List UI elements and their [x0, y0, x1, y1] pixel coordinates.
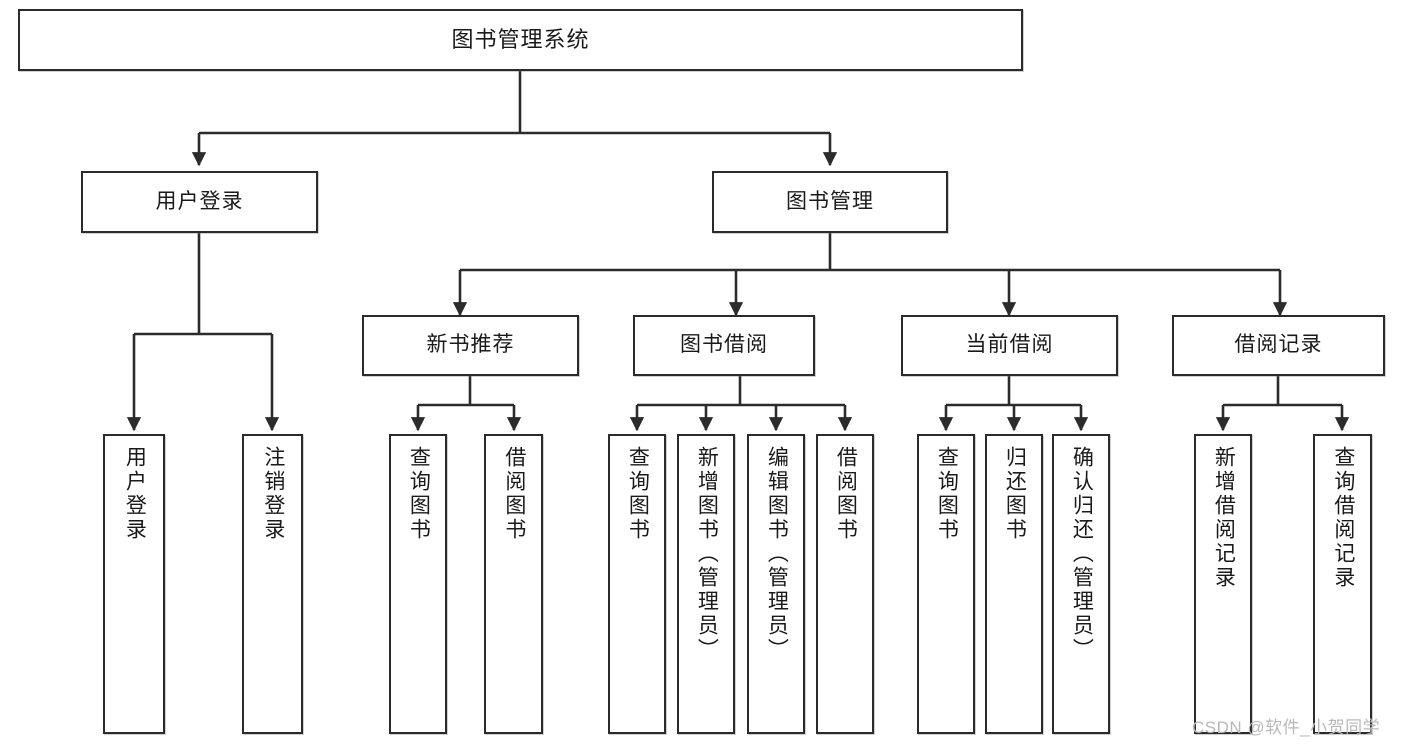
watermark: CSDN @软件_小贺同学 — [1192, 718, 1381, 737]
node-leaf-query-book-1[interactable]: 查询图书 — [389, 434, 447, 734]
node-label: 用户登录 — [123, 446, 147, 542]
node-current-borrow[interactable]: 当前借阅 — [901, 315, 1118, 376]
node-leaf-add-record[interactable]: 新增借阅记录 — [1194, 434, 1252, 734]
node-label: 借阅记录 — [1234, 333, 1323, 357]
node-leaf-query-record[interactable]: 查询借阅记录 — [1313, 434, 1372, 734]
node-leaf-query-book-3[interactable]: 查询图书 — [917, 434, 975, 734]
node-label: 图书借阅 — [680, 333, 768, 357]
node-label: 查询图书 — [407, 446, 431, 542]
node-label: 查询图书 — [626, 446, 650, 542]
node-new-book-recommend[interactable]: 新书推荐 — [362, 315, 579, 376]
node-leaf-confirm-return[interactable]: 确认归还（管理员） — [1052, 434, 1110, 734]
node-label: 查询借阅记录 — [1331, 446, 1355, 590]
node-label: 图书管理系统 — [451, 27, 590, 53]
node-book-manage[interactable]: 图书管理 — [712, 171, 948, 233]
node-label: 借阅图书 — [502, 446, 526, 542]
node-book-borrow[interactable]: 图书借阅 — [633, 315, 815, 376]
node-leaf-borrow-book-2[interactable]: 借阅图书 — [816, 434, 874, 734]
node-label: 归还图书 — [1003, 446, 1027, 542]
node-label: 当前借阅 — [965, 333, 1054, 357]
node-label: 用户登录 — [155, 189, 244, 213]
node-label: 查询图书 — [935, 446, 959, 542]
node-leaf-logout[interactable]: 注销登录 — [242, 434, 303, 734]
node-label: 借阅图书 — [834, 446, 858, 542]
node-label: 图书管理 — [786, 189, 874, 213]
node-label: 确认归还（管理员） — [1070, 446, 1094, 662]
node-user-login[interactable]: 用户登录 — [81, 171, 318, 233]
node-leaf-query-book-2[interactable]: 查询图书 — [608, 434, 666, 734]
node-leaf-edit-book[interactable]: 编辑图书（管理员） — [747, 434, 805, 734]
node-leaf-user-login[interactable]: 用户登录 — [103, 434, 165, 734]
node-root[interactable]: 图书管理系统 — [18, 9, 1023, 71]
node-leaf-return-book[interactable]: 归还图书 — [985, 434, 1043, 734]
node-borrow-record[interactable]: 借阅记录 — [1172, 315, 1385, 376]
node-label: 新书推荐 — [426, 333, 515, 357]
node-label: 注销登录 — [261, 446, 285, 542]
node-label: 编辑图书（管理员） — [765, 446, 789, 662]
node-label: 新增借阅记录 — [1212, 446, 1236, 590]
node-leaf-add-book[interactable]: 新增图书（管理员） — [677, 434, 735, 734]
node-leaf-borrow-book-1[interactable]: 借阅图书 — [484, 434, 543, 734]
node-label: 新增图书（管理员） — [695, 446, 719, 662]
